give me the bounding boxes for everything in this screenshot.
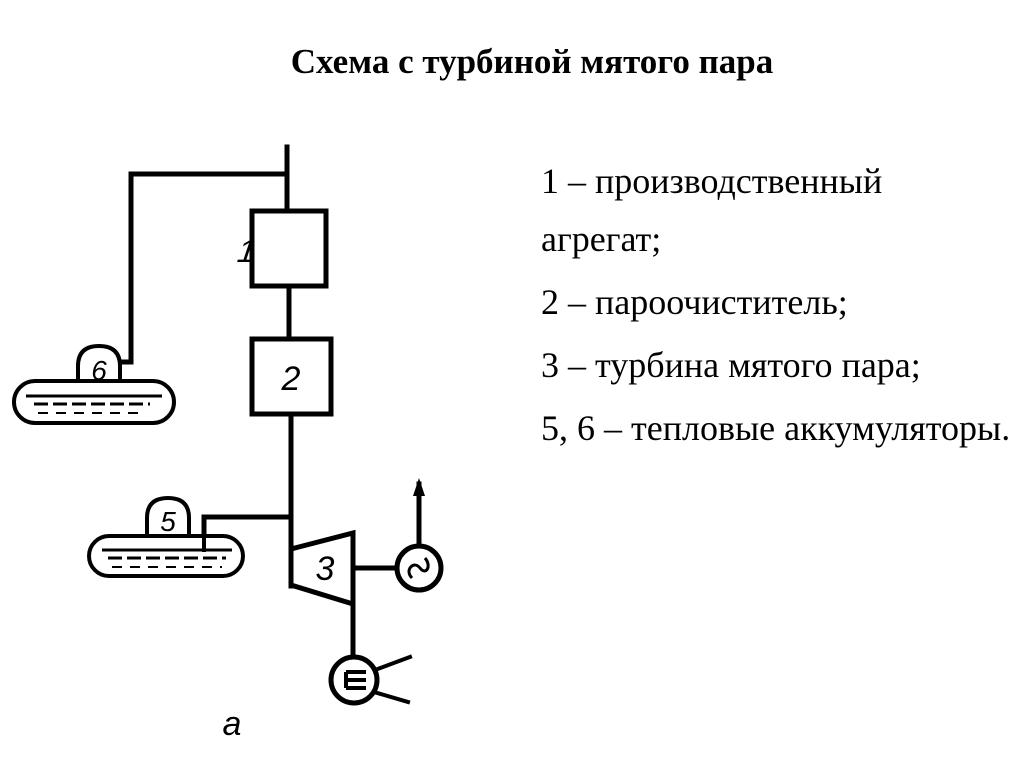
figure-label: а — [223, 705, 242, 743]
slide-title: Схема с турбиной мятого пара — [290, 42, 774, 81]
label-1: 1 — [235, 233, 258, 269]
legend-item-1: 1 – производственный агрегат; — [541, 161, 883, 259]
box-1-production-unit — [249, 208, 329, 289]
legend: 1 – производственный агрегат; 2 – парооч… — [541, 152, 1011, 462]
heat-exchanger-pipe-out — [371, 689, 411, 705]
coil-icon — [344, 670, 366, 690]
label-3: 3 — [316, 550, 335, 588]
label-5: 5 — [160, 506, 176, 537]
legend-item-4: 5, 6 – тепловые аккумуляторы. — [541, 408, 1011, 448]
arrow-up-icon — [413, 478, 425, 496]
label-6: 6 — [91, 355, 107, 386]
accumulator-6-line — [119, 171, 290, 365]
sine-wave-icon — [407, 557, 430, 580]
accumulator-6 — [12, 343, 176, 425]
heat-exchanger-circle — [328, 654, 380, 706]
legend-item-2: 2 – пароочиститель; — [541, 282, 848, 322]
heat-exchanger-pipe-in — [372, 654, 413, 673]
label-2: 2 — [281, 360, 301, 398]
legend-item-3: 3 – турбина мятого пара; — [541, 345, 921, 385]
